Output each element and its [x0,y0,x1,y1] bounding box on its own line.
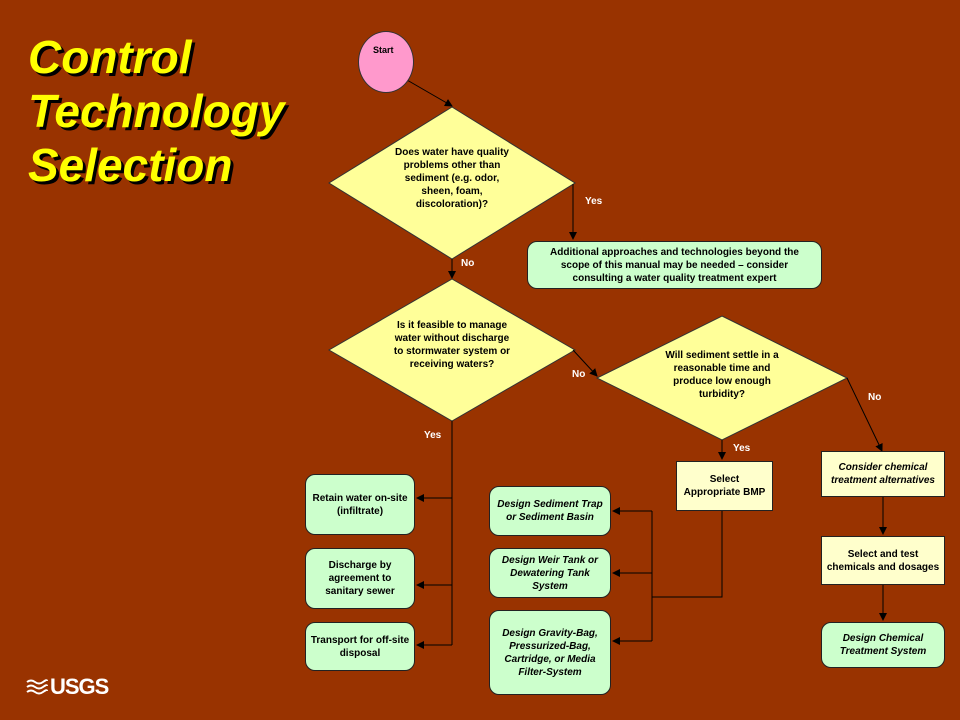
label-yes-feasible: Yes [424,430,442,441]
label-no-sediment-settle: No [868,392,882,403]
label-yes-sediment-settle: Yes [733,443,751,454]
usgs-wave-icon [26,679,48,695]
box-select-bmp: Select Appropriate BMP [676,461,773,511]
box-consider-chemical: Consider chemical treatment alternatives [821,451,945,497]
label-yes-water-quality: Yes [585,196,603,207]
box-transport-offsite: Transport for off-site disposal [305,622,415,671]
decision-water-quality-text: Does water have quality problems other t… [395,147,509,210]
title-line-2: Technology [28,85,285,137]
box-additional-approaches: Additional approaches and technologies b… [527,241,822,289]
label-no-feasible: No [572,369,586,380]
page-title: Control Technology Selection [28,30,348,192]
decision-sediment-settle-text: Will sediment settle in a reasonable tim… [665,350,779,400]
usgs-logo-text: USGS [50,674,109,699]
usgs-logo: USGS [26,674,109,700]
title-line-1: Control [28,31,192,83]
box-select-test-chemicals: Select and test chemicals and dosages [821,536,945,585]
box-design-sediment-trap: Design Sediment Trap or Sediment Basin [489,486,611,536]
decision-feasible-text: Is it feasible to manage water without d… [393,320,511,370]
box-design-gravity-bag: Design Gravity-Bag, Pressurized-Bag, Car… [489,610,611,695]
title-line-3: Selection [28,139,233,191]
box-retain-water: Retain water on-site (infiltrate) [305,474,415,535]
box-design-weir-tank: Design Weir Tank or Dewatering Tank Syst… [489,548,611,598]
label-no-water-quality: No [461,258,475,269]
start-node: Start [358,31,414,93]
box-discharge-sewer: Discharge by agreement to sanitary sewer [305,548,415,609]
box-design-chemical-system: Design Chemical Treatment System [821,622,945,668]
start-label: Start [373,45,394,55]
